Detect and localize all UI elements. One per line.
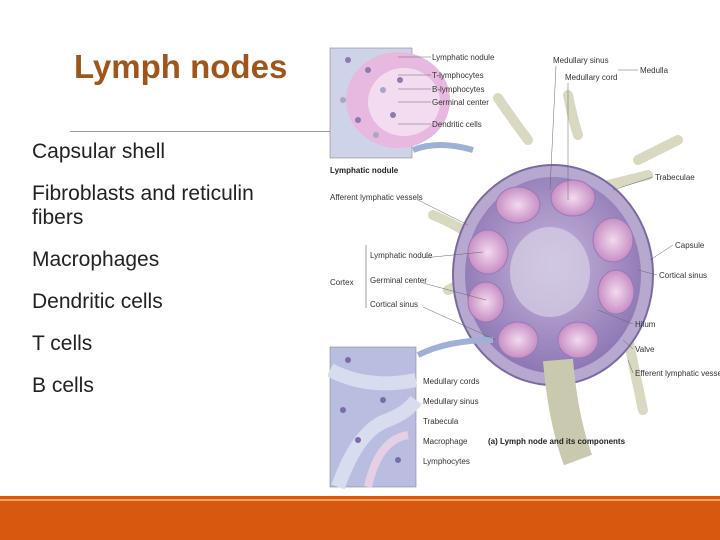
title-divider: [70, 131, 332, 132]
label-afferent: Afferent lymphatic vessels: [330, 193, 423, 202]
label-cortex-germinal: Germinal center: [370, 276, 427, 285]
label-cortex-nodule: Lymphatic nodule: [370, 251, 433, 260]
label-trabeculae: Trabeculae: [655, 173, 695, 182]
label-medullary-sinus-bottom: Medullary sinus: [423, 397, 479, 406]
bullet-item: Dendritic cells: [32, 290, 163, 313]
magnify-arrow-bottom: [416, 337, 494, 358]
medulla-region: [510, 227, 590, 317]
label-medulla: Medulla: [640, 66, 669, 75]
label-macrophage: Macrophage: [423, 437, 468, 446]
label-dendritic-cells: Dendritic cells: [432, 120, 482, 129]
lymph-node-diagram: Lymphatic nodule T-lymphocytes B-lymphoc…: [328, 47, 720, 490]
bullet-item: Capsular shell: [32, 140, 166, 163]
bullet-list: Capsular shell Fibroblasts and reticulin…: [32, 140, 302, 416]
label-cortical-sinus: Cortical sinus: [659, 271, 707, 280]
figure-caption: (a) Lymph node and its components: [488, 437, 626, 446]
label-medullary-cords: Medullary cords: [423, 377, 479, 386]
slide-title: Lymph nodes: [74, 48, 288, 85]
cortical-nodules: [467, 179, 635, 359]
bullet-item: Macrophages: [32, 248, 160, 271]
label-trabecula: Trabecula: [423, 417, 459, 426]
right-leaders: [417, 65, 674, 374]
hilum-region: [543, 358, 593, 466]
label-medullary-sinus: Medullary sinus: [553, 56, 609, 65]
bullet-item: Fibroblasts and reticulin fibers: [32, 182, 254, 229]
label-cortex-sinus: Cortical sinus: [370, 300, 418, 309]
label-medullary-cord: Medullary cord: [565, 73, 617, 82]
label-hilum: Hilum: [635, 320, 656, 329]
label-capsule: Capsule: [675, 241, 705, 250]
footer-bar: [0, 496, 720, 540]
label-valve: Valve: [635, 345, 655, 354]
label-cortex: Cortex: [330, 278, 354, 287]
bullet-item: T cells: [32, 332, 93, 355]
label-t-lymphocytes: T-lymphocytes: [432, 71, 484, 80]
label-lymphocytes: Lymphocytes: [423, 457, 470, 466]
label-b-lymphocytes: B-lymphocytes: [432, 85, 484, 94]
footer-accent-line: [0, 499, 720, 501]
label-germinal-center: Germinal center: [432, 98, 489, 107]
label-lymphatic-nodule: Lymphatic nodule: [432, 53, 495, 62]
magnify-arrow-top: [411, 142, 474, 153]
nodule-leaders: [398, 56, 431, 125]
label-efferent: Efferent lymphatic vessel: [635, 369, 720, 378]
label-nodule-caption: Lymphatic nodule: [330, 166, 399, 175]
medulla-inset: [328, 346, 422, 490]
bullet-item: B cells: [32, 374, 94, 397]
